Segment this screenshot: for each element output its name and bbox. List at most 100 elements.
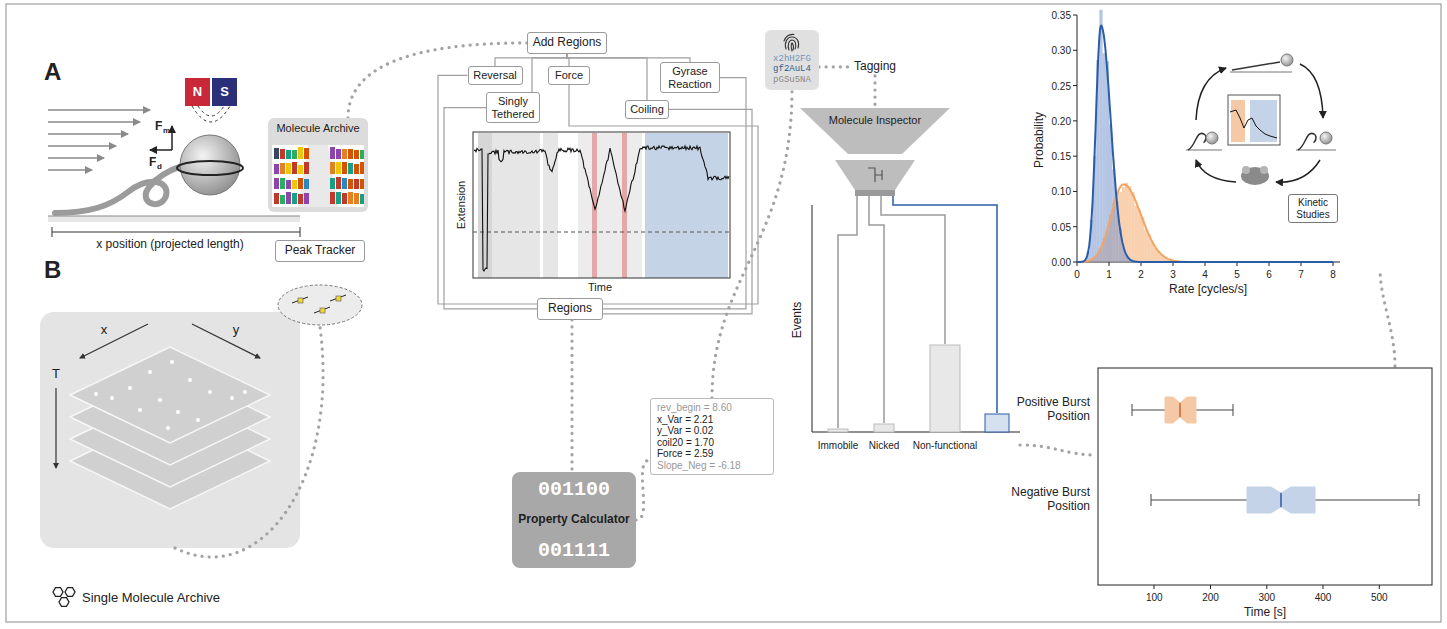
book [274,193,279,204]
text-label: Positive Burst Position [998,396,1090,424]
book [354,179,359,189]
text-label: 6 [1266,269,1272,280]
event-bars [930,345,960,432]
length-bracket [52,227,300,237]
peak-tracker-view [314,307,330,313]
magnet [185,78,210,106]
node-text: Tagging [850,60,900,74]
node-text: Add Regions [532,36,602,50]
kinetic-cycle [1186,150,1222,151]
text-label: 0.15 [1052,151,1071,162]
text-label: 0.10 [1052,186,1071,197]
sorting-funnel [855,190,895,196]
region-bands [543,133,558,278]
molecule-spots [94,392,98,396]
axis-tick [1073,50,1077,51]
histogram-bar [1103,53,1106,262]
region-tag: Reversal [468,66,523,85]
text-label: 0.25 [1052,80,1071,91]
node-text: Molecule Inspector [804,114,946,127]
force-arrows [171,126,173,150]
sort-lines [838,196,997,428]
text-label: 0 [1074,269,1080,280]
text-label: A [44,59,61,85]
text-label: B [44,257,61,283]
axis-ticks [1323,585,1324,589]
axis-arrows [80,324,148,358]
node-text: Regions [542,302,598,316]
node-text: Peak Tracker [280,244,360,258]
archive-icon [272,145,364,207]
kinetic-cycle [1196,64,1323,182]
peak-tracker-view [298,296,341,313]
node-text: Force [552,69,586,82]
flow-dots [1380,268,1395,366]
axis-title: Probability [1033,112,1046,168]
kinetic-cycle [1242,166,1250,174]
text-label: 0.00 [1052,257,1071,268]
book [304,193,309,204]
molecule-spots [188,378,192,382]
axis-tick [1073,156,1077,157]
magnetic-bead [180,135,240,195]
book [292,180,297,189]
kinetic-cycle [1276,160,1320,182]
region-connector [567,54,690,62]
text-label: 5 [1234,269,1240,280]
histogram-bar [1135,206,1138,262]
histogram-axes [1077,15,1078,262]
book [304,162,309,174]
positive-box [1132,404,1133,416]
surface [48,216,300,217]
image-stack [70,347,270,509]
region-connector [603,78,746,309]
dotted-connector [636,460,650,520]
text-label: 1 [1106,269,1112,280]
book [280,178,285,189]
bar-chart-axes [812,205,813,432]
text-label: x position (projected length) [96,238,243,251]
book [342,178,347,189]
text-label: N [193,85,202,99]
axis-ticks [1210,585,1211,589]
molecule-spots [148,370,152,374]
book [292,162,297,174]
kinetic-cycle [1230,110,1277,138]
text-label: Negative Burst Position [998,486,1090,514]
text-label: 0.30 [1052,45,1071,56]
book [360,194,364,204]
inspector-funnel: Molecule Inspector [800,108,950,154]
kinetic-cycle [1298,133,1316,150]
histogram-bar [1144,230,1147,262]
extension-trace [474,146,729,271]
region-bands [478,133,492,278]
text-label: Time [588,281,612,293]
process-box: Add Regions [527,32,607,54]
flow-arrows [48,110,150,170]
text-label: 2 [1138,269,1144,280]
positive-box [1132,397,1233,423]
flow-arrows [48,145,116,147]
text-label: y [233,323,240,337]
archive-card: Molecule Archive [268,118,368,212]
sort-lines [881,196,945,344]
positive-box [1165,397,1196,423]
text-label: 7 [1298,269,1304,280]
axis-tick [1073,226,1077,227]
surface [48,216,300,222]
peak-tracker-view [292,297,308,303]
text-label: T [52,367,60,381]
calculator-box: 001100Property Calculator001111 [512,472,636,568]
axis-arrows [192,324,260,358]
molecule-spots [208,390,212,394]
histogram-bar [1099,10,1102,262]
text-label: 3 [1170,269,1176,280]
node-text: x_Var = 2.21 [657,414,767,426]
region-tag: Coiling [625,100,669,119]
negative-box [1315,500,1419,501]
text-label: F [149,156,156,169]
axis-tick [1109,262,1110,266]
text-label: 100 [1146,592,1163,603]
kinetic-cycle [1241,167,1269,185]
